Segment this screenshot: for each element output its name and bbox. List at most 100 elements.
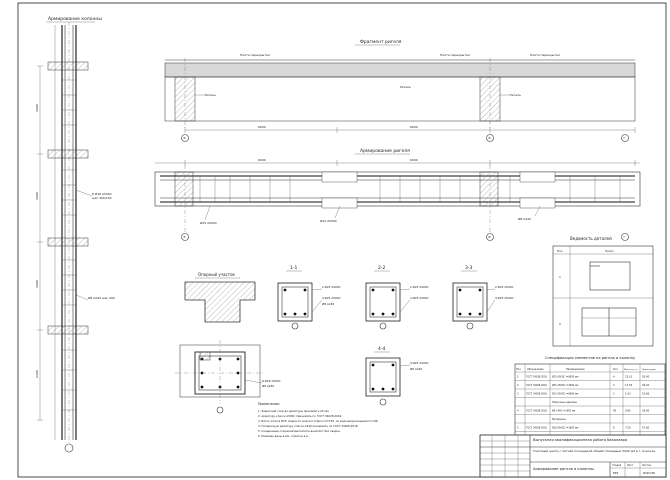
title-sheet-label: Лист: [627, 464, 634, 467]
spec-cell: 0,65: [625, 408, 631, 412]
general-notes: Примечания: 1. Защитный слой до арматуры…: [258, 402, 379, 438]
plan-note-2: Ø8 A240: [262, 383, 274, 388]
notes-line-4: 4. Поперечную арматуру класса A240 прини…: [258, 424, 359, 428]
section-1-note-2: 4 Ø25 A500С: [322, 295, 341, 300]
spec-header-pos: Поз.: [516, 368, 522, 371]
column-dim-3: 3600: [35, 280, 39, 288]
spec-cell: 2: [613, 391, 615, 395]
column-note-1: 8 Ø18 A500С: [92, 191, 112, 196]
bending-header-sketch: Эскиз: [605, 249, 614, 253]
reinf-axis-b: Б: [184, 235, 186, 239]
section-2-2: 2-2 2 Ø25 A500С 4 Ø25 A500С: [365, 265, 429, 330]
reinf-dim-1: 6000: [258, 158, 266, 162]
section-2-title: 2-2: [378, 265, 385, 271]
title-object: Торговый центр с летней площадкой общей …: [532, 449, 655, 453]
spec-cell: 4: [613, 383, 615, 387]
column-elevation: Армирование колонны 3600 3600 3600 240: [35, 16, 115, 453]
spec-header-note: Приме-чание: [642, 369, 657, 371]
spec-table: Спецификация элементов на ригель и колон…: [514, 356, 666, 441]
support-node: Опорный участок: [184, 272, 256, 323]
column-dim-2: 3600: [35, 192, 39, 200]
reinf-axis-v: В: [489, 235, 491, 239]
spec-table-title: Спецификация элементов на ригель и колон…: [545, 356, 636, 360]
spec-header-designation: Обозначение: [527, 368, 544, 371]
section-4-note-1: 4 Ø25 A500С: [410, 360, 429, 365]
plan-note-1: 8 Ø18 A500С: [262, 378, 281, 383]
title-sheets-label: Листов: [642, 464, 652, 467]
bending-header-pos: Поз.: [557, 249, 563, 253]
spec-cell: 11,55: [625, 383, 633, 387]
bending-row-1: 1: [559, 275, 561, 279]
support-node-title: Опорный участок: [198, 272, 236, 277]
spec-cell: ГОСТ 34028-2016: [526, 384, 547, 387]
spec-cell: 2: [517, 383, 519, 387]
spec-cell: 23,10: [625, 374, 633, 378]
notes-line-3: 3. Бетон класса B25, марка по морозостой…: [258, 419, 379, 423]
notes-line-2: 2. Арматуру класса A500С принимать по ГО…: [258, 414, 342, 418]
spec-cell: 46,20: [642, 383, 650, 387]
title-sheet-name: Армирование ригеля и колонны: [533, 467, 594, 471]
spec-cell: Ø12 A500С l=6000 мм: [552, 392, 579, 395]
spec-cell: 26,00: [642, 408, 650, 412]
spec-cell: 92,40: [642, 374, 650, 378]
spec-cell: ГОСТ 34028-2016: [526, 426, 547, 429]
spec-cell: 5,33: [625, 391, 631, 395]
beam-formwork-title: Фрагмент ригеля: [360, 39, 402, 45]
formwork-label-2: Плита перекрытия: [240, 53, 270, 57]
spec-cell: 10,66: [642, 391, 650, 395]
bending-schedule: Ведомость деталей Поз. Эскиз 1 2: [552, 236, 654, 347]
formwork-label-1: Ригель: [205, 93, 216, 97]
formwork-axis-g: Г: [624, 136, 626, 140]
spec-cell: ГОСТ 34028-2016: [526, 392, 547, 395]
section-2-note-1: 2 Ø25 A500С: [410, 284, 429, 289]
spec-cell: Материалы: [552, 418, 566, 421]
formwork-label-6: Плита перекрытия: [440, 53, 470, 57]
spec-cell: Сборочные единицы: [552, 401, 577, 404]
section-3-3: 3-3 2 Ø25 A500С 4 Ø25 A500С: [452, 265, 514, 330]
column-dim-4: 2400: [35, 370, 39, 378]
section-1-note-3: Ø8 A240: [322, 301, 334, 306]
notes-line-1: 1. Защитный слой до арматуры принимать 2…: [258, 409, 329, 413]
reinf-dim-2: 6000: [410, 158, 418, 162]
spec-header-qty: Кол.: [613, 368, 619, 371]
title-project: Выпускная квалификационная работа бакала…: [533, 438, 627, 442]
section-2-note-2: 4 Ø25 A500С: [410, 295, 429, 300]
spec-cell: ГОСТ 34028-2016: [526, 409, 547, 412]
beam-reinforcement-title: Армирование ригеля: [360, 148, 410, 154]
notes-line-6: 6. Размеры даны в мм, отметки в м.: [258, 434, 309, 438]
spec-header-name: Наименование: [566, 368, 585, 371]
section-3-title: 3-3: [465, 265, 472, 271]
column-note-2: шаг 300/150: [92, 196, 112, 200]
reinf-note-2: Ø12 A500С: [320, 218, 337, 223]
beam-reinforcement: Армирование ригеля 6000 6000 Ø25 A500С Ø…: [154, 148, 641, 241]
title-university: ИСИ СФУ: [643, 471, 656, 475]
spec-header-mass: Масса ед., кг: [624, 369, 638, 371]
sheet-border: [17, 2, 667, 478]
section-4-note-2: Ø8 A240: [410, 366, 422, 371]
formwork-label-3: Ригель: [400, 85, 411, 89]
title-stage: ВКР: [613, 471, 619, 475]
reinf-note-3: Ø8 A240: [518, 216, 531, 221]
spec-cell: 1: [517, 374, 519, 378]
column-dim-1: 3600: [35, 104, 39, 112]
spec-cell: 40: [613, 408, 617, 412]
spec-cell: Ø25 A500С l=6000 мм: [552, 375, 579, 378]
spec-cell: Ø8 A240 l=1650 мм: [552, 409, 576, 412]
spec-cell: 4: [613, 374, 615, 378]
column-plan-section: 8 Ø18 A500С Ø8 A240: [175, 340, 281, 414]
formwork-label-4: Плита перекрытия: [530, 53, 560, 57]
section-4-title: 4-4: [378, 346, 385, 352]
section-1-1: 1-1 2 Ø25 A500С 4 Ø25 A500С Ø8 A240: [277, 265, 341, 330]
notes-title: Примечания:: [258, 402, 280, 406]
section-4-4: 4-4 4 Ø25 A500С Ø8 A240: [365, 346, 429, 406]
column-note-3: Ø8 A240 шаг 200: [88, 295, 115, 300]
bending-row-2: 2: [559, 322, 561, 326]
column-title: Армирование колонны: [48, 16, 102, 22]
title-stage-label: Стадия: [612, 464, 622, 467]
section-3-note-2: 4 Ø25 A500С: [495, 295, 514, 300]
spec-cell: 57,60: [642, 425, 650, 429]
title-block: Выпускная квалификационная работа бакала…: [479, 434, 667, 478]
formwork-axis-b: Б: [184, 136, 186, 140]
notes-line-5: 5. Соединение стержней выполнять внахлёс…: [258, 429, 341, 433]
